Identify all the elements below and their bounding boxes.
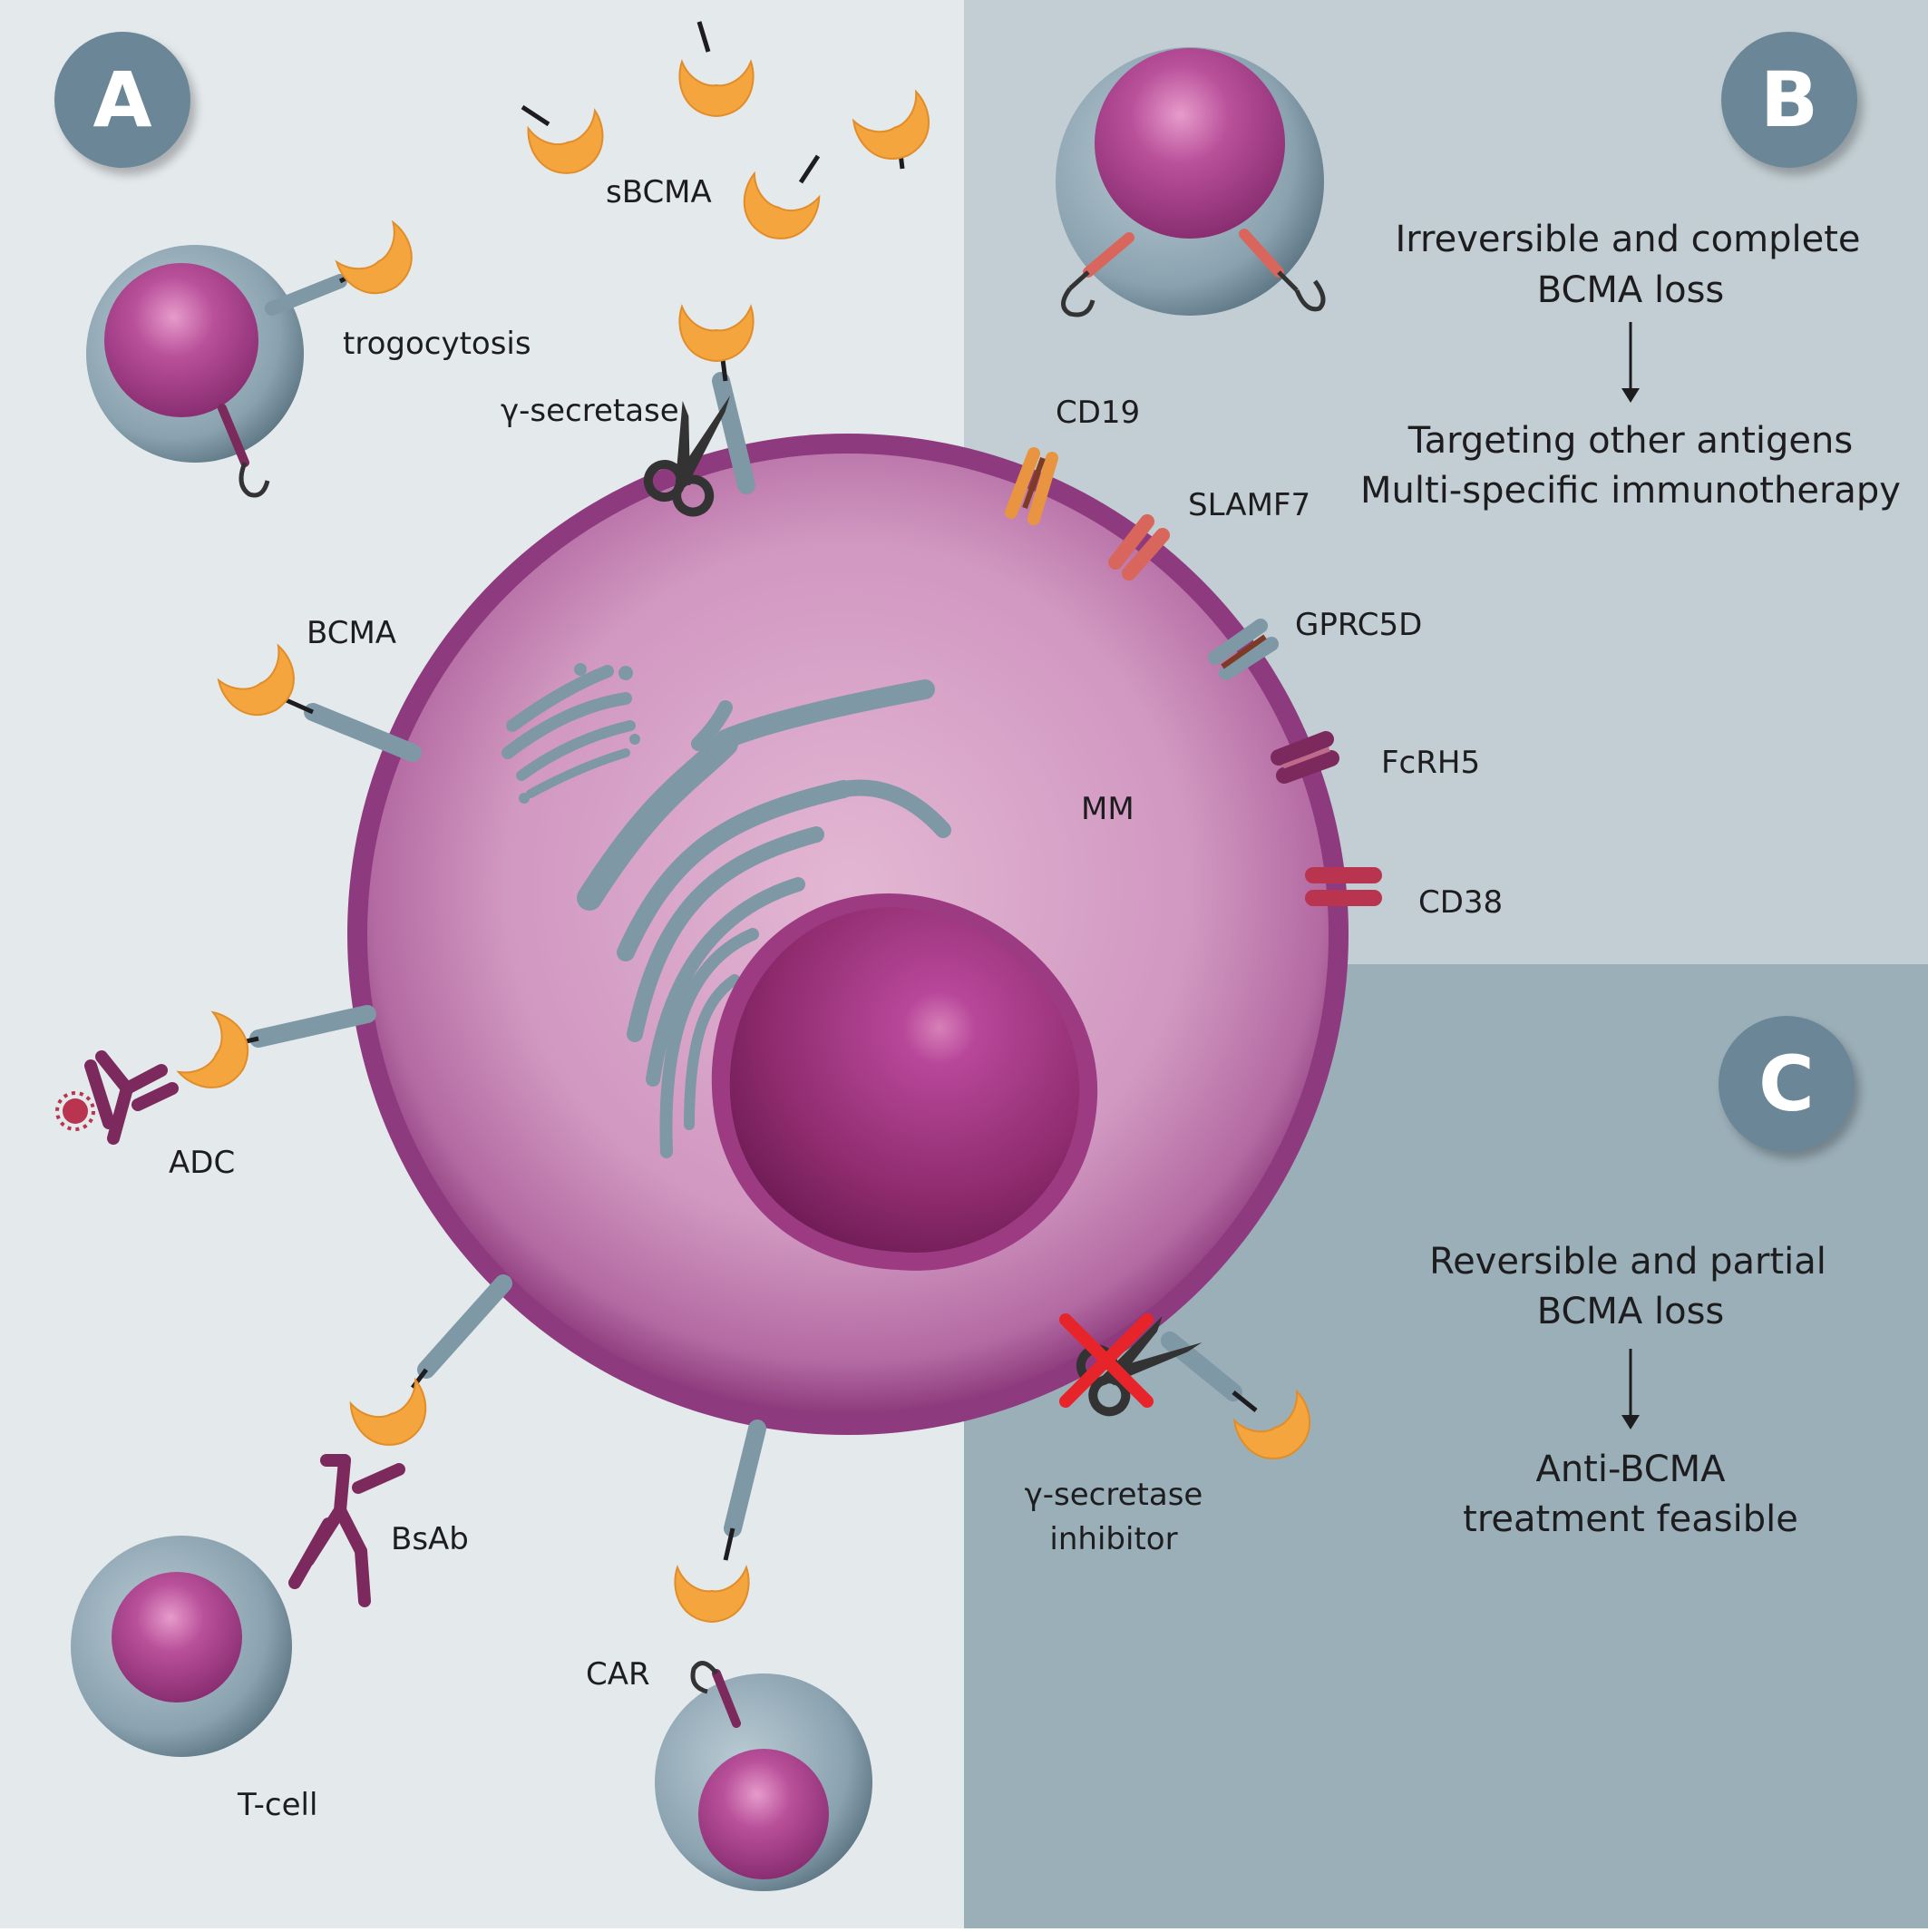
bsab-label: BsAb [391,1521,469,1557]
adc-antibody [84,1050,179,1145]
bsab-antibody [288,1454,405,1607]
trogocytosis-tcell [86,245,360,498]
trogocytosis-label: trogocytosis [343,326,531,362]
panel-c-arrow [1621,1349,1640,1429]
bsab-tcell [71,1536,292,1757]
cd38-antigen [1305,867,1382,906]
cd19-label: CD19 [1056,395,1141,431]
blocked-cross-icon [1059,1313,1154,1408]
adc-label: ADC [169,1145,236,1181]
panel-b-tcell [1056,47,1326,317]
panel-c-text-1: Reversible and partial [1429,1241,1826,1283]
panel-c-badge: C [1719,1016,1855,1152]
gprc5d-label: GPRC5D [1295,607,1423,643]
fcrh5-antigen [1271,731,1339,784]
panel-b-badge: B [1721,32,1857,168]
car-tcell [655,1661,872,1891]
gsi-label-1: γ-secretase [1024,1477,1203,1513]
gsi-label-2: inhibitor [1049,1521,1178,1557]
nucleus [711,893,1098,1271]
adc-payload-icon [55,1091,95,1131]
slamf7-antigen [1108,514,1170,581]
cd19-antigen [1005,447,1058,525]
cd38-label: CD38 [1418,884,1504,921]
car-label: CAR [586,1656,650,1693]
panel-a-badge: A [54,32,190,168]
panel-b-text-3: Targeting other antigens [1407,420,1854,462]
mm-label: MM [1081,791,1134,827]
endoplasmic-reticulum [577,679,951,1158]
panel-b-text-2: BCMA loss [1536,269,1725,311]
panel-c-text-2: BCMA loss [1536,1291,1725,1332]
fcrh5-label: FcRH5 [1381,745,1481,781]
tcell-label: T-cell [238,1787,318,1823]
panel-b-text-4: Multi-specific immunotherapy [1360,470,1901,512]
panel-b-arrow [1621,322,1640,403]
gamma-secretase-label: γ-secretase [501,393,679,429]
sbcma-label: sBCMA [606,174,712,210]
gprc5d-antigen [1208,619,1279,680]
panel-c-text-3: Anti-BCMA [1535,1449,1726,1490]
panel-c-text-4: treatment feasible [1463,1498,1798,1540]
membrane-bcma-receptors [249,372,1242,1537]
golgi-apparatus [501,663,640,804]
slamf7-label: SLAMF7 [1188,487,1311,523]
bcma-label: BCMA [307,615,397,651]
panel-b-text-1: Irreversible and complete [1395,219,1861,260]
